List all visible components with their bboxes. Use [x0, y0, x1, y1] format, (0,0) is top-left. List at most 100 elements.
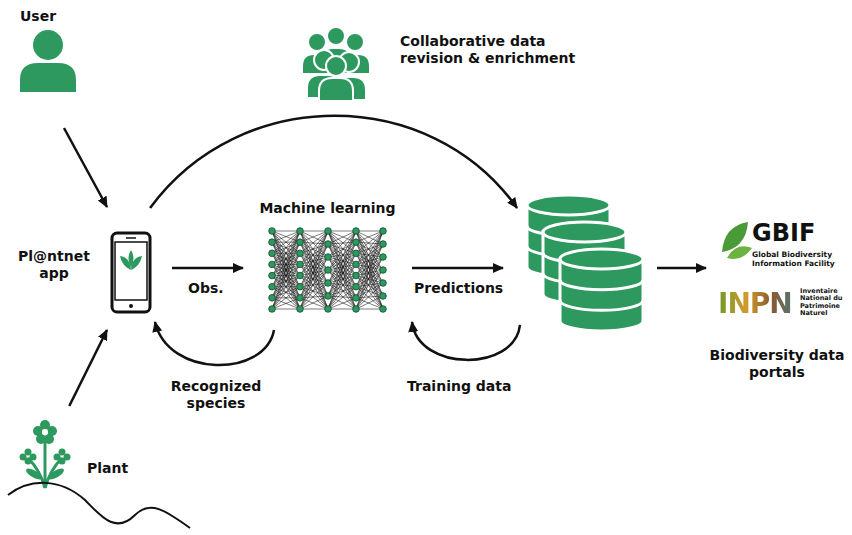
nn-link	[300, 270, 328, 298]
nn-link	[328, 231, 356, 298]
neural-network	[269, 228, 387, 313]
nn-link	[272, 231, 300, 287]
node-label: Plant	[87, 460, 137, 477]
nn-link	[300, 257, 328, 298]
nn-unit	[325, 228, 332, 235]
edge-label: Predictions	[412, 280, 505, 297]
nn-link	[328, 242, 356, 257]
nn-unit	[269, 306, 276, 313]
group-icon	[302, 27, 370, 101]
nn-link	[272, 253, 300, 309]
nn-unit	[353, 228, 360, 235]
nn-unit	[269, 283, 276, 290]
flow-arrow	[64, 128, 107, 207]
nn-link	[328, 242, 356, 309]
gbif-leaf	[722, 222, 752, 259]
collaboration-node: Collaborative data revision & enrichment	[295, 25, 605, 105]
nn-link	[272, 231, 300, 298]
database-cylinder	[560, 249, 643, 331]
nn-link	[328, 276, 356, 309]
nn-link	[356, 309, 383, 310]
flow-arrow	[172, 267, 243, 270]
nn-link	[272, 276, 300, 309]
nn-link	[300, 270, 328, 309]
database-node	[525, 192, 645, 337]
edge-label: Training data	[405, 378, 513, 395]
nn-unit	[325, 293, 332, 300]
nn-unit	[325, 241, 332, 248]
nn-link	[272, 231, 300, 298]
nn-link	[328, 253, 356, 309]
nn-link	[272, 231, 300, 309]
portals-caption: Biodiversity data portals	[706, 347, 848, 381]
nn-unit	[353, 306, 360, 313]
ml-node: Machine learning	[245, 198, 410, 328]
nn-link	[300, 231, 328, 287]
nn-link	[272, 287, 300, 309]
nn-link	[356, 231, 383, 309]
nn-link	[328, 287, 356, 309]
nn-link	[356, 296, 383, 309]
nn-unit	[269, 250, 276, 257]
nn-link	[328, 242, 356, 296]
nn-link	[356, 283, 383, 309]
app-node: Pl@ntnet app	[5, 228, 155, 316]
nn-link	[356, 270, 383, 298]
cylinder-stripe	[560, 280, 643, 290]
nn-link	[328, 231, 356, 309]
nn-link	[356, 257, 383, 298]
nn-link	[356, 231, 383, 287]
node-label: Collaborative data revision & enrichment	[400, 33, 605, 67]
inpn-logo-text: INPN	[718, 287, 800, 321]
nn-unit	[297, 261, 304, 268]
nn-link	[300, 242, 328, 257]
nn-link	[300, 231, 328, 309]
nn-link	[272, 242, 300, 309]
nn-unit	[325, 306, 332, 313]
nn-link	[272, 231, 300, 287]
nn-unit	[269, 228, 276, 235]
nn-link	[300, 309, 328, 310]
nn-unit	[325, 267, 332, 274]
nn-link	[272, 231, 300, 309]
phone-icon	[112, 233, 150, 312]
flow-arrow	[412, 322, 520, 360]
nn-link	[300, 231, 328, 232]
nn-link	[328, 276, 356, 296]
nn-link	[356, 257, 383, 287]
nn-unit	[380, 280, 387, 287]
nn-link	[328, 231, 356, 232]
flow-arrow	[69, 330, 107, 406]
node-label: Pl@ntnet app	[5, 248, 103, 282]
nn-link	[328, 264, 356, 309]
gbif-full-name: Global Biodiversity Information Facility	[752, 251, 846, 268]
nn-link	[272, 264, 300, 309]
nn-link	[328, 309, 356, 310]
cylinder-stripe	[560, 300, 643, 310]
nn-link	[300, 257, 328, 287]
edge-label: Recognized species	[158, 378, 274, 412]
nn-unit	[353, 283, 360, 290]
nn-unit	[380, 254, 387, 261]
node-label: Machine learning	[245, 200, 410, 217]
nn-unit	[353, 295, 360, 302]
nn-unit	[297, 283, 304, 290]
nn-link	[356, 242, 383, 257]
nn-unit	[269, 239, 276, 246]
cylinder-top	[560, 249, 643, 269]
nn-unit	[297, 228, 304, 235]
cylinder-top	[527, 195, 610, 215]
nn-link	[300, 296, 328, 309]
nn-link	[272, 231, 300, 232]
nn-link	[328, 242, 356, 283]
nn-link	[356, 257, 383, 309]
flow-arrow	[155, 322, 274, 365]
nn-link	[300, 242, 328, 309]
inpn-full-name: Inventaire National du Patrimoine Nature…	[800, 288, 848, 318]
database-icon	[527, 195, 643, 331]
nn-link	[356, 231, 383, 309]
nn-unit	[353, 272, 360, 279]
nn-unit	[380, 228, 387, 235]
nn-unit	[269, 261, 276, 268]
